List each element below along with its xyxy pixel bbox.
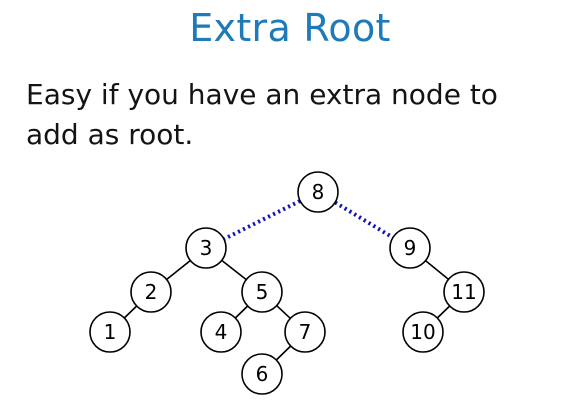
tree-node-circle	[284, 311, 326, 353]
tree-node-8: 8	[297, 171, 339, 213]
slide-body-text: Easy if you have an extra node to add as…	[26, 78, 498, 151]
tree-node-2: 2	[130, 271, 172, 313]
tree-node-circle	[185, 227, 227, 269]
tree-node-1: 1	[89, 311, 131, 353]
tree-node-circle	[200, 311, 242, 353]
tree-edge-8-3	[223, 199, 301, 241]
tree-edge-3-2	[166, 259, 191, 281]
tree-node-10: 10	[402, 311, 444, 353]
tree-edge-11-10	[436, 305, 451, 319]
tree-node-7: 7	[284, 311, 326, 353]
tree-node-circle	[443, 271, 485, 313]
tree-edge-3-5	[221, 259, 247, 281]
tree-node-3: 3	[185, 227, 227, 269]
slide-title: Extra Root	[189, 6, 391, 50]
tree-node-5: 5	[241, 271, 283, 313]
tree-node-11: 11	[443, 271, 485, 313]
tree-node-circle	[241, 271, 283, 313]
tree-node-circle	[241, 353, 283, 395]
tree-node-label: 10	[410, 320, 435, 344]
tree-node-4: 4	[200, 311, 242, 353]
tree-edge-8-9	[334, 200, 394, 240]
tree-node-label: 1	[104, 320, 117, 344]
tree-node-circle	[389, 227, 431, 269]
tree-node-6: 6	[241, 353, 283, 395]
tree-edges	[123, 199, 451, 361]
tree-node-label: 7	[299, 320, 312, 344]
tree-edge-5-7	[276, 305, 291, 319]
tree-node-label: 2	[145, 280, 158, 304]
tree-edge-5-4	[234, 305, 249, 319]
tree-node-label: 6	[256, 362, 269, 386]
tree-node-label: 8	[312, 180, 325, 204]
tree-node-label: 3	[200, 236, 213, 260]
tree-node-circle	[89, 311, 131, 353]
tree-edge-7-6	[275, 345, 292, 361]
tree-node-circle	[402, 311, 444, 353]
tree-node-label: 11	[451, 280, 476, 304]
tree-node-circle	[297, 171, 339, 213]
tree-node-label: 4	[215, 320, 228, 344]
tree-node-label: 9	[404, 236, 417, 260]
tree-node-circle	[130, 271, 172, 313]
tree-edge-9-11	[424, 259, 450, 281]
tree-edge-2-1	[123, 305, 138, 319]
tree-node-9: 9	[389, 227, 431, 269]
tree-node-label: 5	[256, 280, 269, 304]
